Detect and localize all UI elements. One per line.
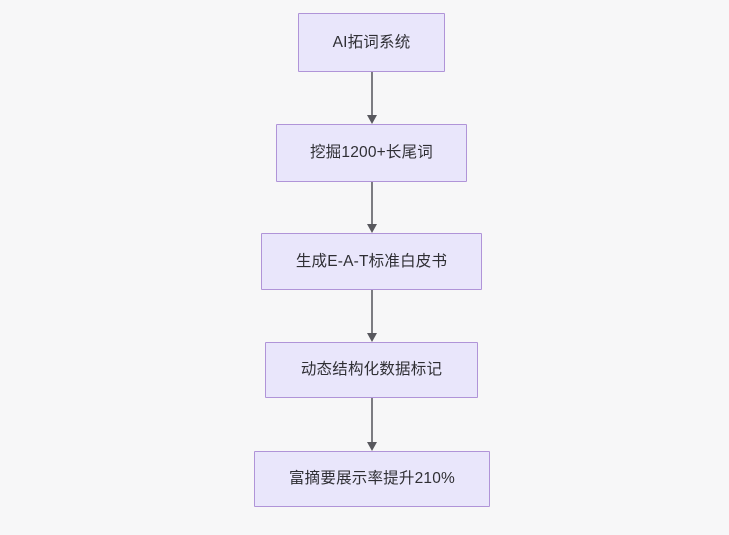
flow-node-label: 生成E-A-T标准白皮书 [295,252,448,270]
edge-line [371,398,373,442]
flow-edge-3 [366,290,377,342]
flow-edge-2 [366,182,377,233]
flow-edge-1 [366,72,377,124]
arrowhead-icon [366,224,377,233]
flow-node-3[interactable]: 生成E-A-T标准白皮书 [261,233,482,290]
arrowhead-icon [366,442,377,451]
flow-node-1[interactable]: AI拓词系统 [298,13,445,72]
flow-node-label: 动态结构化数据标记 [300,361,443,379]
flow-node-5[interactable]: 富摘要展示率提升210% [254,451,490,507]
edge-line [371,182,373,224]
flow-node-2[interactable]: 挖掘1200+长尾词 [276,124,467,182]
edge-line [371,72,373,115]
flow-node-label: 挖掘1200+长尾词 [309,144,434,162]
flow-node-4[interactable]: 动态结构化数据标记 [265,342,478,398]
edge-line [371,290,373,333]
flow-edge-4 [366,398,377,451]
flow-node-label: AI拓词系统 [332,33,411,51]
arrowhead-icon [366,333,377,342]
arrowhead-icon [366,115,377,124]
flow-node-label: 富摘要展示率提升210% [288,470,456,488]
